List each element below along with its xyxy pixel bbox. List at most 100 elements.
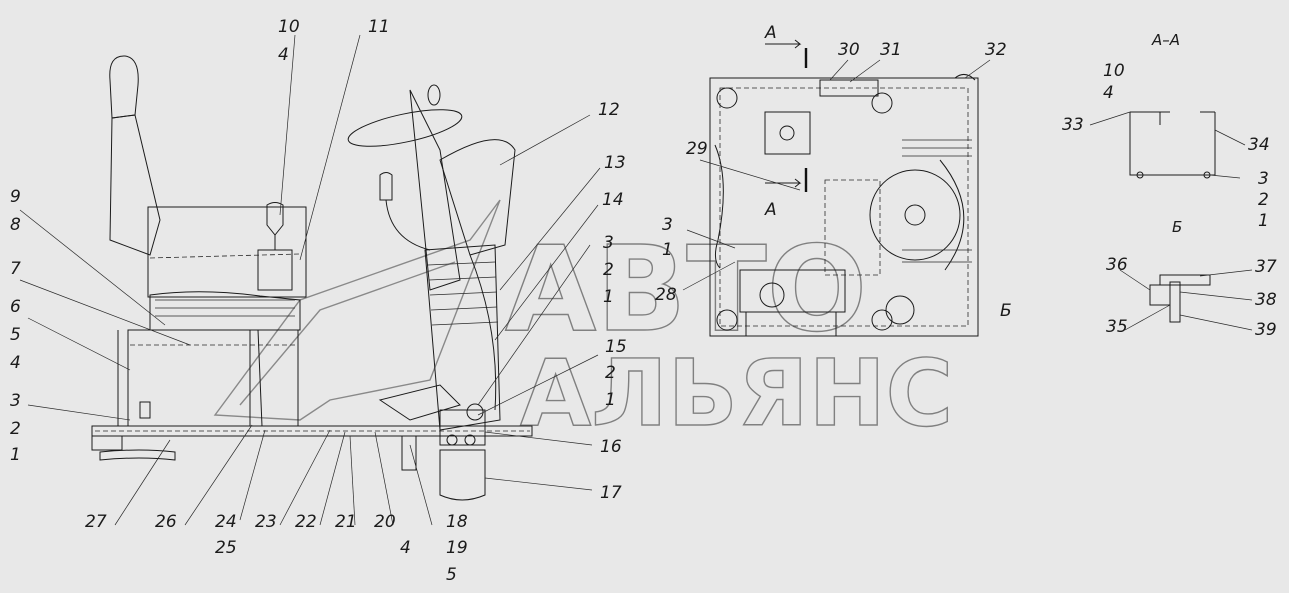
leader-7 <box>19 279 191 346</box>
leader-14 <box>494 204 599 341</box>
seat-back <box>109 114 161 256</box>
seat-hidden-line <box>149 253 301 259</box>
leader-3b <box>27 404 131 421</box>
callout-12: 12 <box>598 100 620 120</box>
callout-39: 39 <box>1255 320 1277 340</box>
callout-14: 14 <box>602 190 624 210</box>
leader-34 <box>1214 129 1246 146</box>
callout-21: 21 <box>335 512 357 532</box>
callout-30: 30 <box>838 40 860 60</box>
section-a-marker-top: А <box>764 23 777 43</box>
leader-21 <box>349 435 356 526</box>
callout-11: 11 <box>368 17 390 37</box>
callout-2-right: 2 <box>605 363 616 383</box>
cable-curve <box>714 144 724 269</box>
callout-35: 35 <box>1106 317 1128 337</box>
detail-b-bracket <box>1159 274 1211 286</box>
hydraulic-pipe <box>469 254 497 411</box>
leader-6 <box>27 317 131 371</box>
center-console <box>824 179 881 276</box>
seat-cushion <box>149 291 301 331</box>
fitting-15 <box>466 403 484 421</box>
section-aa-title: А–А <box>1151 31 1180 49</box>
callout-24: 24 <box>215 512 237 532</box>
steering-wheel <box>347 109 463 147</box>
leader-13 <box>499 167 601 291</box>
leader-3c <box>686 229 736 249</box>
callout-28: 28 <box>655 285 677 305</box>
watermark: АВТО АЛЬЯНС <box>213 199 954 448</box>
leader-32 <box>964 59 991 79</box>
callout-10: 10 <box>278 17 300 37</box>
callout-3: 3 <box>603 233 614 253</box>
headrest <box>109 55 139 119</box>
callout-36: 36 <box>1106 255 1128 275</box>
callout-3-top: 3 <box>662 215 673 235</box>
watermark-swoosh-icon <box>213 199 501 421</box>
callout-25: 25 <box>215 538 237 558</box>
detail-b-bolt <box>1169 281 1181 323</box>
callout-16: 16 <box>600 437 622 457</box>
detail-b-title: Б <box>1172 218 1182 236</box>
dash-housing <box>439 139 516 256</box>
section-aa-view <box>1129 111 1216 179</box>
callout-37: 37 <box>1255 257 1277 277</box>
leader-17 <box>484 477 593 491</box>
leader-35 <box>1124 304 1171 331</box>
steering-hub <box>904 204 926 226</box>
leader-lines <box>19 34 1253 526</box>
mount-hole-tl <box>716 87 738 109</box>
gear-boot <box>257 249 293 291</box>
mount-hole-bl <box>716 309 738 331</box>
watermark-swoosh-line <box>239 261 456 406</box>
leader-37 <box>1199 269 1253 277</box>
callout-22: 22 <box>295 512 317 532</box>
lever-handle <box>379 172 393 201</box>
section-markers: А А А–А Б Б <box>764 23 1182 321</box>
leader-39 <box>1179 314 1253 331</box>
leader-22 <box>319 431 346 526</box>
leader-23 <box>279 429 331 526</box>
leader-20 <box>374 431 394 526</box>
bracket-32 <box>954 74 976 81</box>
seat-base-plate <box>764 111 811 155</box>
watermark-line2: АЛЬЯНС <box>520 340 953 447</box>
callout-31: 31 <box>880 40 902 60</box>
callout-4-bottom: 4 <box>400 538 411 558</box>
callout-17: 17 <box>600 483 622 503</box>
callout-1-left: 1 <box>10 445 21 465</box>
callout-34: 34 <box>1248 135 1270 155</box>
leader-3a <box>477 244 591 406</box>
section-aa-fastener-left <box>1136 171 1144 179</box>
pump-port-a <box>446 434 458 446</box>
leader-28 <box>682 261 736 291</box>
callout-5-bottom: 5 <box>446 565 457 585</box>
leader-24 <box>239 429 266 521</box>
leader-38 <box>1179 291 1253 301</box>
pedal-assembly <box>378 384 461 421</box>
callout-1-aa: 1 <box>1258 211 1269 231</box>
leader-9 <box>19 209 166 326</box>
round-cover <box>885 295 915 325</box>
callout-18: 18 <box>446 512 468 532</box>
watermark-line1: АВТО <box>505 220 867 358</box>
callout-13: 13 <box>604 153 626 173</box>
callout-1: 1 <box>603 287 614 307</box>
callout-33: 33 <box>1062 115 1084 135</box>
section-aa-frame <box>1129 111 1216 176</box>
callout-8: 8 <box>10 215 21 235</box>
leader-16 <box>484 431 593 446</box>
wheel-arc-right <box>939 159 965 271</box>
leader-18 <box>409 444 433 526</box>
mount-hole-br <box>871 309 893 331</box>
callout-23: 23 <box>255 512 277 532</box>
detail-b-block <box>1149 284 1171 306</box>
rod-26 <box>257 329 263 427</box>
callout-5: 5 <box>10 325 21 345</box>
callout-32: 32 <box>985 40 1007 60</box>
valve-18 <box>401 435 417 471</box>
callout-20: 20 <box>374 512 396 532</box>
mount-bracket-27 <box>99 449 176 461</box>
callout-2-left: 2 <box>10 419 21 439</box>
